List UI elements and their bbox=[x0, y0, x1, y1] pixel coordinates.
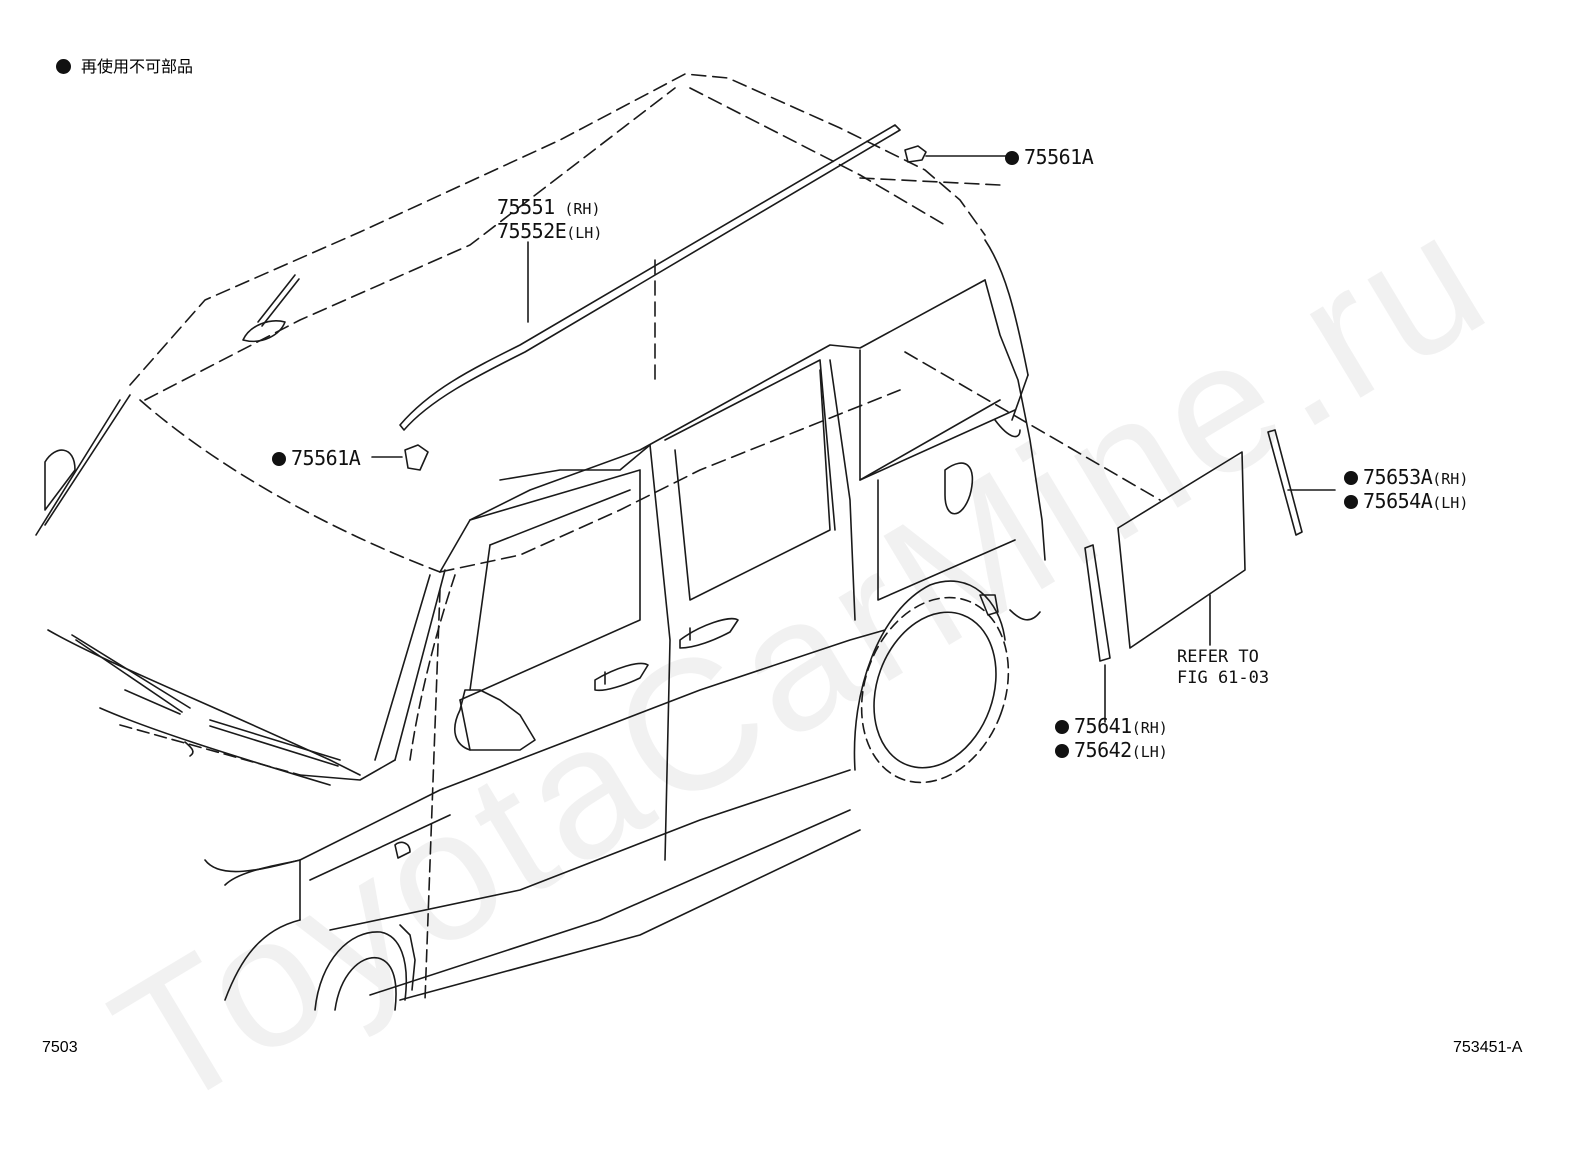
pillar-molding-callout[interactable]: 75641(RH) 75642(LH) bbox=[1055, 715, 1168, 763]
doors-outline bbox=[394, 359, 856, 1001]
clip-side-part: 75561A bbox=[291, 446, 361, 470]
glass-reference-callout[interactable]: REFER TO FIG 61-03 bbox=[1177, 647, 1269, 689]
roof-molding-part-lh: 75552E bbox=[497, 219, 567, 243]
non-reusable-marker bbox=[1055, 744, 1069, 758]
windshield-outline bbox=[35, 394, 456, 761]
parts-diagram: ToyotaCarMine.ru bbox=[35, 53, 1523, 1149]
clip-top-drawing bbox=[904, 145, 1011, 163]
pillar-molding-drawing bbox=[1084, 544, 1111, 723]
glass-reference-line1: REFER TO bbox=[1177, 647, 1259, 667]
non-reusable-marker bbox=[1344, 471, 1358, 485]
roof-molding-drawing bbox=[399, 124, 901, 431]
quarter-molding-part-lh: 75654A bbox=[1363, 489, 1433, 513]
pillar-molding-part-rh: 75641 bbox=[1074, 714, 1132, 738]
legend-text: 再使用不可部品 bbox=[81, 57, 194, 76]
roof-molding-callout[interactable]: 75551 (RH) 75552E(LH) bbox=[497, 196, 602, 244]
quarter-glass-drawing bbox=[1117, 451, 1246, 649]
non-reusable-marker bbox=[1005, 151, 1019, 165]
roof-molding-side-lh: (LH) bbox=[566, 224, 603, 242]
vehicle-line-drawing bbox=[35, 73, 1336, 1011]
glass-reference-line2: FIG 61-03 bbox=[1177, 668, 1270, 688]
non-reusable-marker bbox=[272, 452, 286, 466]
quarter-molding-part-rh: 75653A bbox=[1363, 465, 1433, 489]
antenna-drawing bbox=[242, 274, 300, 342]
illustration-id: 753451-A bbox=[1453, 1039, 1523, 1056]
quarter-molding-side-rh: (RH) bbox=[1432, 470, 1469, 488]
quarter-molding-side-lh: (LH) bbox=[1432, 494, 1469, 512]
body-side-outline bbox=[204, 239, 1046, 1001]
pillar-molding-side-lh: (LH) bbox=[1131, 743, 1168, 761]
non-reusable-marker bbox=[1344, 495, 1358, 509]
front-wheel-drawing bbox=[314, 924, 416, 1011]
non-reusable-marker bbox=[56, 59, 71, 74]
pillar-molding-part-lh: 75642 bbox=[1074, 738, 1132, 762]
quarter-molding-callout[interactable]: 75653A(RH) 75654A(LH) bbox=[1344, 466, 1468, 514]
clip-side-drawing bbox=[371, 444, 429, 471]
clip-top-callout[interactable]: 75561A bbox=[1005, 145, 1094, 169]
clip-side-callout[interactable]: 75561A bbox=[272, 446, 361, 470]
clip-top-part: 75561A bbox=[1024, 145, 1094, 169]
pillar-molding-side-rh: (RH) bbox=[1131, 719, 1168, 737]
hood-and-wipers bbox=[47, 629, 396, 786]
roof-molding-side-rh: (RH) bbox=[564, 200, 601, 218]
non-reusable-marker bbox=[1055, 720, 1069, 734]
rear-wheel-drawing bbox=[853, 580, 1041, 784]
non-reusable-legend: 再使用不可部品 bbox=[56, 53, 193, 77]
figure-number: 7503 bbox=[42, 1039, 78, 1056]
roof-molding-part-rh: 75551 bbox=[497, 195, 555, 219]
rear-molding-drawing bbox=[1267, 429, 1336, 536]
roof-outline bbox=[129, 73, 1161, 573]
